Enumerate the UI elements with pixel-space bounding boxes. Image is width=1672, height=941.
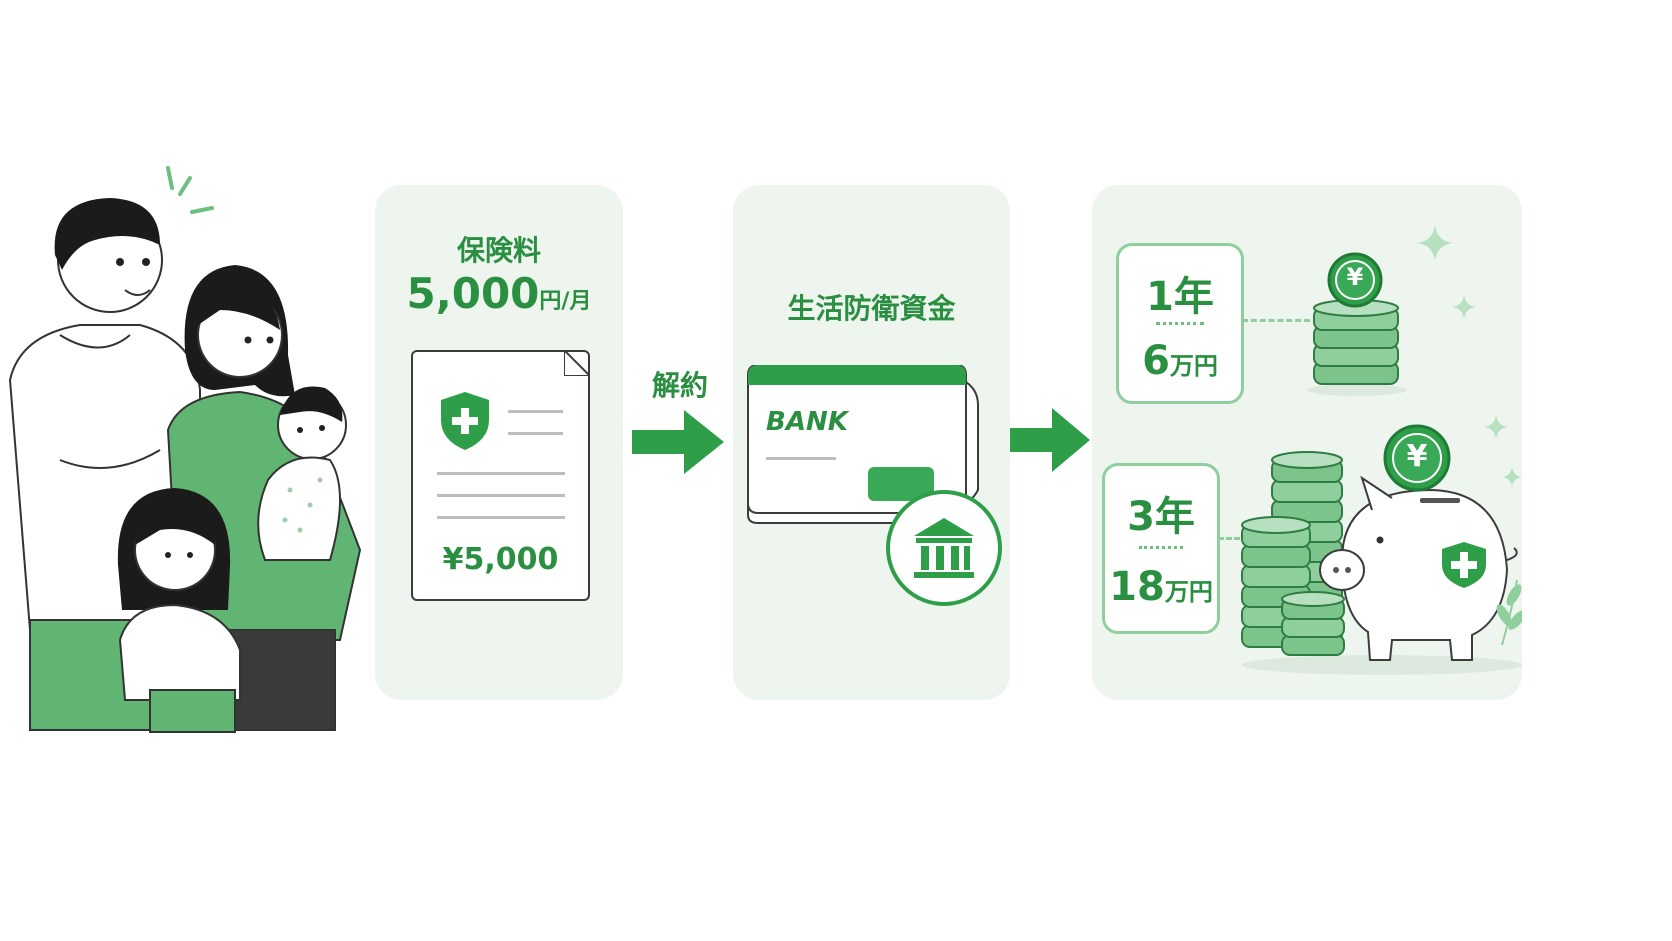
doc-line bbox=[437, 472, 565, 475]
coin-symbol: ¥ bbox=[1406, 439, 1428, 474]
result-card-3year: 3年 18万円 bbox=[1102, 463, 1220, 634]
insurance-document: ¥5,000 bbox=[411, 350, 590, 601]
result-amount: 6 bbox=[1142, 338, 1170, 384]
sparkle-icon bbox=[1452, 295, 1476, 319]
premium-amount-line: 5,000円/月 bbox=[375, 269, 623, 318]
sparkle-icon bbox=[1484, 415, 1508, 439]
coin-symbol: ¥ bbox=[1346, 263, 1364, 291]
dashed-connector bbox=[1242, 319, 1310, 322]
result-amount-line: 18万円 bbox=[1105, 564, 1217, 610]
page-fold-icon bbox=[564, 350, 590, 376]
cancel-label: 解約 bbox=[651, 369, 708, 402]
family-illustration bbox=[8, 166, 362, 733]
bank-building-icon bbox=[886, 490, 1002, 606]
dotted-divider bbox=[1155, 322, 1205, 325]
premium-title: 保険料 bbox=[456, 234, 541, 267]
result-year: 1年 bbox=[1146, 274, 1214, 320]
bank-label: BANK bbox=[766, 407, 848, 437]
bankbook-illustration bbox=[747, 365, 979, 524]
arrow-right-icon bbox=[632, 410, 724, 474]
result-amount: 18 bbox=[1109, 564, 1165, 610]
doc-line bbox=[508, 432, 563, 435]
premium-amount: 5,000 bbox=[406, 269, 540, 318]
result-card-1year: 1年 6万円 bbox=[1116, 243, 1244, 404]
fund-panel: 生活防衛資金 BANK bbox=[733, 185, 1010, 700]
result-unit: 万円 bbox=[1164, 578, 1213, 606]
yen-coin-icon bbox=[1383, 424, 1451, 492]
premium-unit: 円/月 bbox=[539, 289, 592, 314]
arrow-right-icon bbox=[1010, 408, 1090, 472]
coin-stack-icon bbox=[1307, 252, 1407, 396]
doc-line bbox=[437, 516, 565, 519]
doc-line bbox=[437, 494, 565, 497]
doc-line bbox=[508, 410, 563, 413]
results-panel: 1年 6万円 3年 18万円 ¥ bbox=[1092, 185, 1522, 700]
shield-plus-icon bbox=[441, 392, 489, 450]
fund-title: 生活防衛資金 bbox=[787, 292, 956, 325]
result-unit: 万円 bbox=[1169, 352, 1218, 380]
result-year: 3年 bbox=[1127, 494, 1195, 540]
dotted-divider bbox=[1138, 546, 1184, 549]
piggy-bank-icon bbox=[1241, 451, 1522, 675]
dashed-connector bbox=[1218, 537, 1240, 540]
premium-panel: 保険料 5,000円/月 ¥5,000 bbox=[375, 185, 623, 700]
result-amount-line: 6万円 bbox=[1119, 338, 1241, 384]
sparkle-icon bbox=[1417, 225, 1453, 261]
sparkle-icon bbox=[1502, 467, 1522, 487]
document-amount: ¥5,000 bbox=[442, 542, 559, 577]
